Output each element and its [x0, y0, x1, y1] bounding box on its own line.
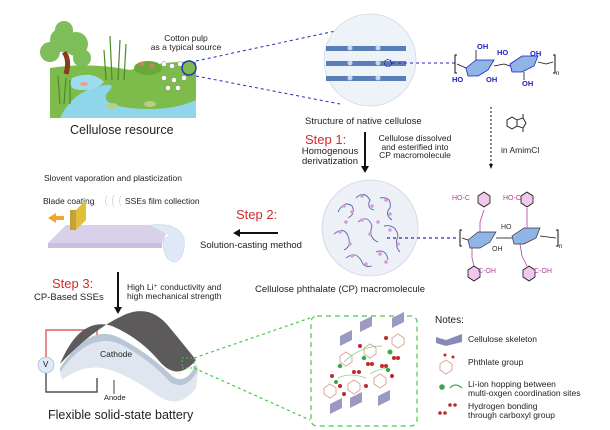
flexible-battery-caption: Flexible solid-state battery [48, 408, 194, 422]
structure-label-oh: OH [477, 42, 489, 51]
coating-blade [70, 210, 76, 230]
structure-label-ho: HO [452, 75, 464, 84]
step2-method: Solution-casting method [200, 240, 302, 251]
notes-title: Notes: [435, 315, 464, 326]
structure-label-oh: OH [522, 79, 534, 88]
cp-label-hoc: HO-C [452, 195, 470, 202]
cp-label-ho: HO [501, 224, 512, 231]
cotton-highlight-circle [181, 60, 197, 76]
cotton-pulp-callout: Cotton pulp as a typical source [150, 33, 222, 52]
structure-label-oh: OH [486, 75, 498, 84]
step2-label: Step 2: [236, 207, 278, 222]
step3-label: Step 3: [52, 276, 94, 291]
cp-label-coh: C-OH [534, 268, 552, 275]
cellulose-skeleton-icon [436, 334, 462, 346]
cathode-label: Cathode [100, 349, 133, 359]
cellulose-resource-caption: Cellulose resource [70, 123, 174, 137]
step3-right-text: High Li⁺ conductivity and high mechanica… [127, 282, 222, 301]
structure-label-ho: HO [497, 48, 509, 57]
hydrogen-bonding-icon [438, 403, 457, 415]
structure-label-n: n [556, 71, 560, 77]
cp-label-n: n [559, 244, 563, 250]
reagent-label: in AmimCl [501, 145, 540, 155]
step1-label: Step 1: [305, 132, 347, 147]
sses-film-label: SSEs film collection [125, 196, 200, 206]
note-cellulose-skeleton: Cellulose skeleton [468, 334, 537, 344]
blade-coating-label: Blade coating [43, 196, 95, 206]
vapor-icon [105, 194, 122, 208]
cp-label-hoc: HO-C [503, 195, 521, 202]
cellulose-fiber [326, 76, 406, 81]
anode-label: Anode [104, 393, 126, 402]
voltmeter-icon [37, 356, 55, 374]
step1-left-text: Homogenous derivatization [301, 146, 359, 167]
cp-label-coh: C-OH [478, 268, 496, 275]
step2-vapor-text: Slovent vaporation and plasticization [44, 173, 182, 183]
note-phthalate-group: Phthlate group [468, 357, 524, 367]
note-li-ion-hopping: Li-ion hopping between multi-oxgen coord… [468, 379, 581, 398]
blade-direction-arrow [48, 213, 64, 223]
cp-label-oh: OH [492, 246, 503, 253]
step3-left-text: CP-Based SSEs [34, 292, 104, 303]
cellulose-fiber [326, 46, 406, 51]
structure-label-oh: OH [530, 49, 542, 58]
note-hydrogen-bonding: Hydrogen bonding through carboxyl group [468, 401, 555, 420]
cellulose-fiber [326, 61, 406, 66]
phthalate-group-icon [439, 353, 455, 375]
cp-macromolecule-caption: Cellulose phthalate (CP) macromolecule [255, 284, 426, 295]
step1-right-text: Cellulose dissolved and esterified into … [378, 133, 452, 160]
native-cellulose-caption: Structure of native cellulose [305, 116, 422, 127]
li-ion-hopping-icon [439, 384, 463, 390]
voltmeter-label: V [43, 360, 49, 369]
